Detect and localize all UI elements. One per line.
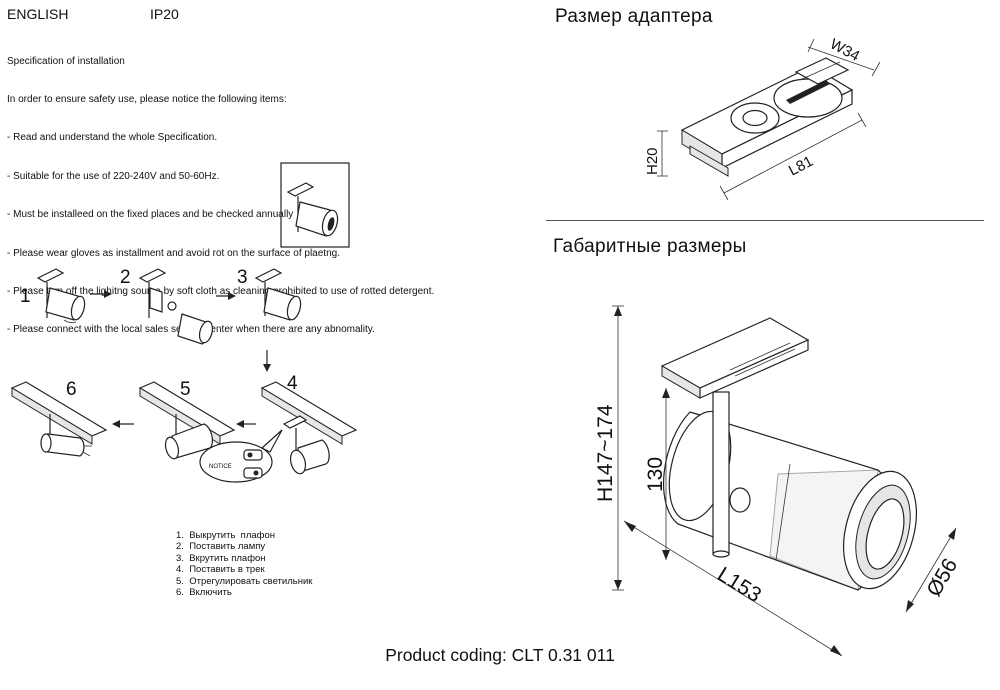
adapter-drawing: W34 H20 L81: [644, 36, 881, 201]
adapter-height-label: H20: [644, 147, 661, 175]
installation-steps-list: 1. Выкрутить плафон 2. Поставить лампу 3…: [176, 530, 312, 598]
adapter-width-label: W34: [827, 36, 862, 65]
adapter-size-title: Размер адаптера: [555, 6, 713, 27]
step-number: 3: [237, 267, 248, 288]
luminaire-drawing: H147~174 130 L153 Ø56: [594, 305, 962, 657]
overall-height-label: H147~174: [594, 404, 617, 502]
spec-line: Specification of installation: [7, 55, 125, 67]
spec-line: - Read and understand the whole Specific…: [7, 132, 218, 144]
step-text: 3. Вкрутить плафон: [176, 552, 266, 564]
step-text: 1. Выкрутить плафон: [176, 530, 276, 541]
ip-rating-label: IP20: [150, 6, 179, 22]
step-number: 4: [287, 373, 298, 394]
section-divider: [546, 220, 984, 221]
step-text: 5. Отрегулировать светильник: [176, 575, 313, 587]
spec-line: - Suitable for the use of 220-240V and 5…: [7, 170, 220, 182]
spec-line: - Please wear gloves as installment and …: [7, 247, 340, 259]
installation-steps: 1 2 3 4: [10, 162, 358, 483]
step-number: 6: [66, 379, 77, 400]
step-text: 6. Включить: [176, 587, 232, 599]
product-coding: Product coding: CLT 0.31 011: [385, 645, 615, 665]
step-number: 2: [120, 267, 131, 288]
language-label: ENGLISH: [7, 6, 69, 22]
spec-line: - Must be installeed on the fixed places…: [7, 209, 294, 221]
step-number: 5: [180, 379, 191, 400]
diameter-label: Ø56: [922, 555, 962, 601]
notice-label: NOTICE: [209, 464, 232, 470]
adapter-length-label: L81: [786, 153, 816, 180]
inner-height-label: 130: [644, 457, 667, 492]
overall-dimensions-title: Габаритные размеры: [553, 236, 747, 257]
step-text: 2. Поставить лампу: [176, 541, 266, 553]
overall-length-label: L153: [713, 563, 765, 607]
product-thumbnail: [280, 162, 350, 248]
spec-line: In order to ensure safety use, please no…: [7, 93, 287, 105]
step-number: 1: [20, 286, 31, 307]
step-text: 4. Поставить в трек: [176, 564, 265, 576]
